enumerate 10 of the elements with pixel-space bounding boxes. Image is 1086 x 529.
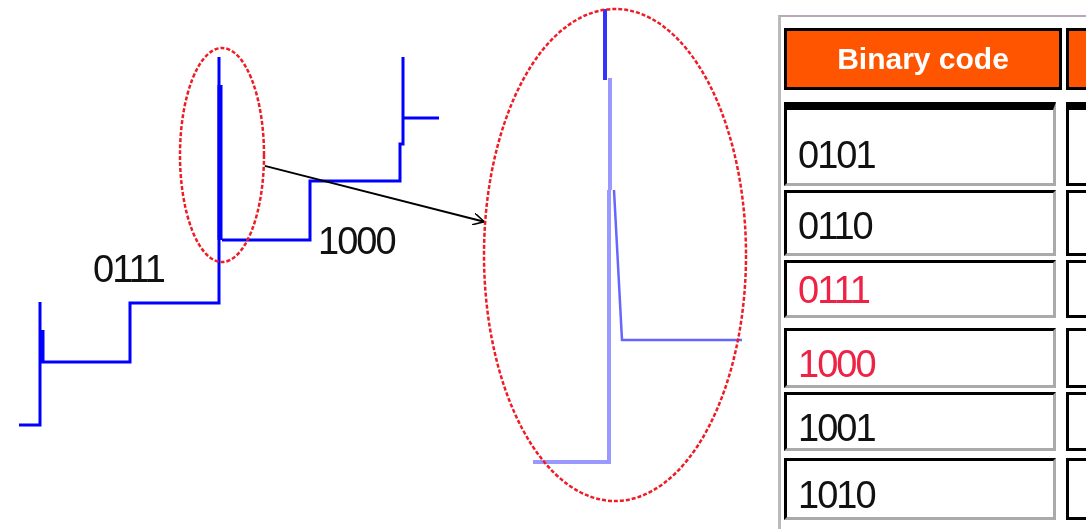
- binary-code-text: 1010: [798, 476, 875, 514]
- binary-code-text: 1000: [798, 345, 875, 383]
- binary-code-text: 0101: [798, 136, 875, 174]
- column-header: Binary code: [784, 28, 1062, 90]
- arrow: [263, 164, 486, 226]
- binary-code-text: 0110: [798, 207, 872, 245]
- code-label: 1000: [318, 222, 395, 260]
- binary-code-text: 0111: [798, 271, 869, 309]
- code-label: 0111: [93, 250, 164, 288]
- binary-code-text: 1001: [798, 409, 875, 447]
